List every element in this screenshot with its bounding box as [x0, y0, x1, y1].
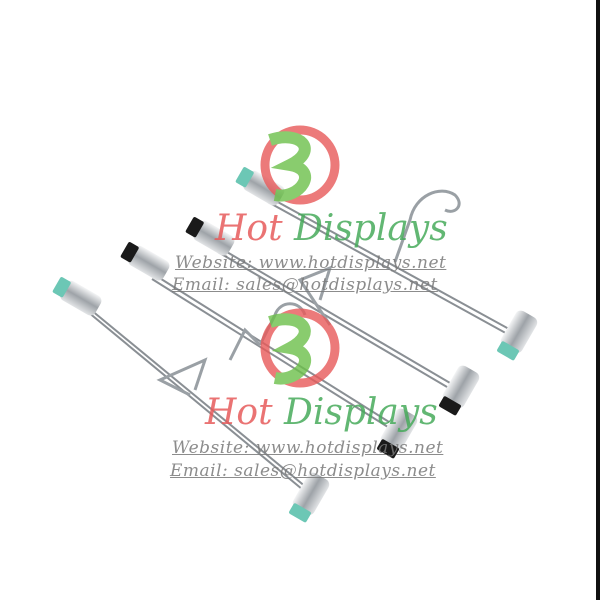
- image-border: [596, 0, 600, 600]
- brand-word-displays: Displays: [294, 208, 448, 249]
- brand-word-hot: Hot: [215, 208, 283, 249]
- watermark-brand: Hot Displays: [205, 392, 438, 433]
- watermark-website: Website: www.hotdisplays.net: [172, 438, 444, 458]
- brand-word-hot: Hot: [205, 392, 273, 433]
- watermark-website: Website: www.hotdisplays.net: [175, 253, 447, 273]
- watermark-logo-top: [260, 125, 340, 205]
- hanger-rods: [84, 194, 523, 500]
- watermark-brand: Hot Displays: [215, 208, 448, 249]
- brand-word-displays: Displays: [284, 392, 438, 433]
- watermark-email: Email: sales@hotdisplays.net: [172, 275, 438, 295]
- watermark-logo-bottom: [260, 308, 340, 388]
- clips: [52, 167, 538, 523]
- watermark-email: Email: sales@hotdisplays.net: [170, 461, 436, 481]
